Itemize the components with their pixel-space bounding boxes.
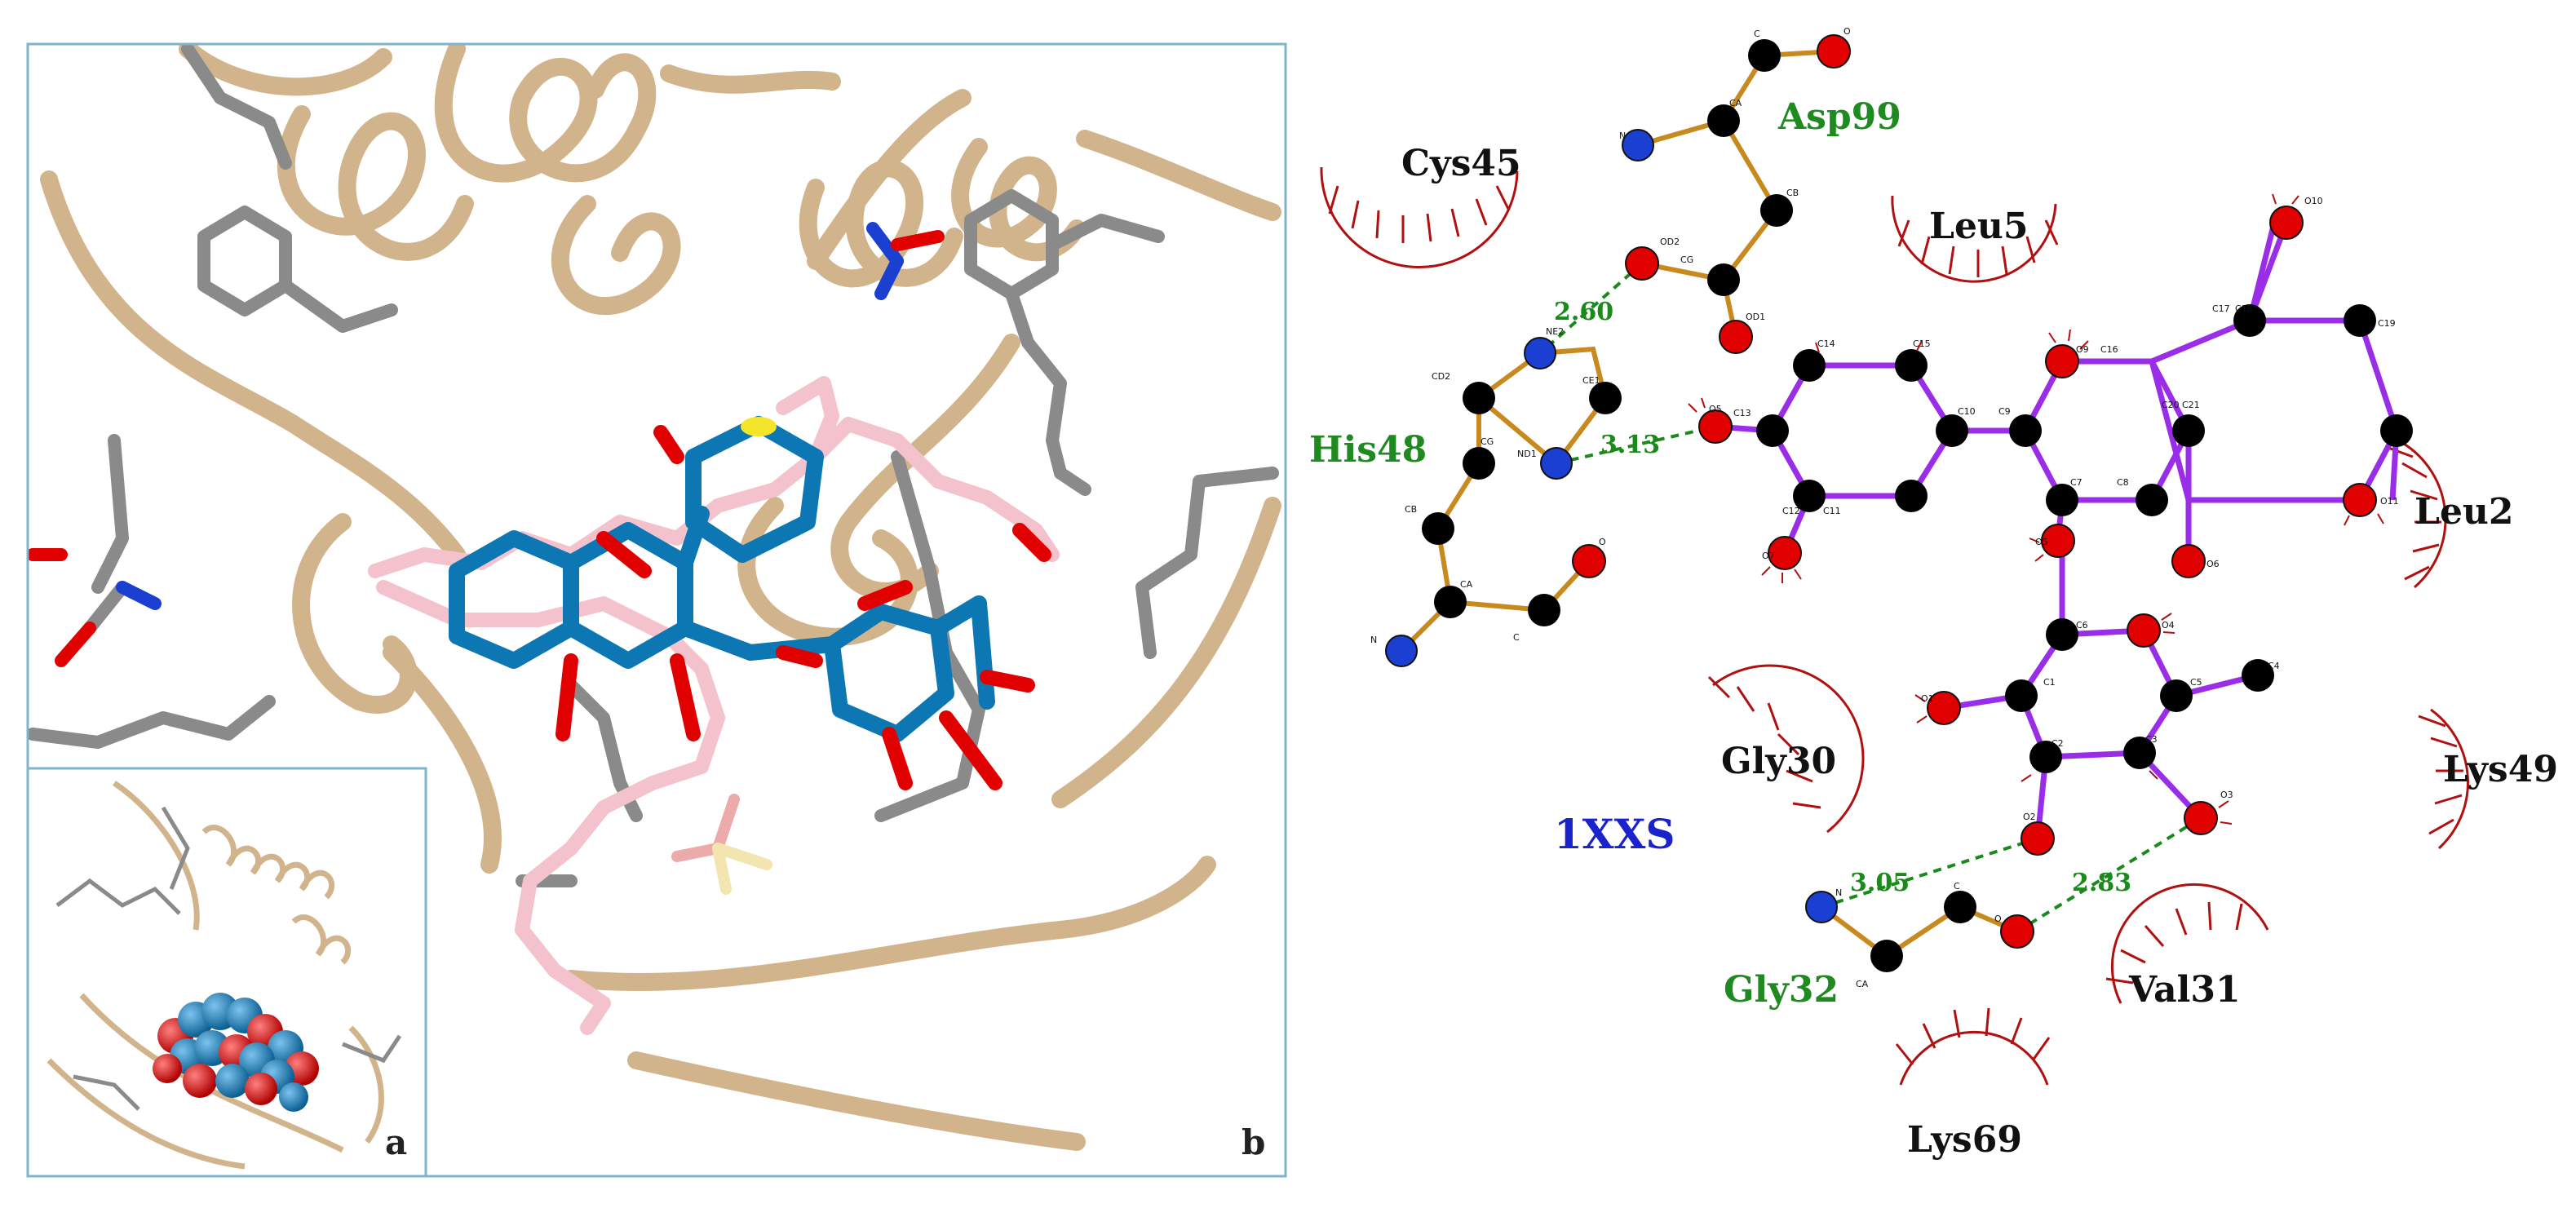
protein-atom-labels: N CA C O CB CG OD1 OD2 NE2 CE1 CD2 CG ND… — [1370, 26, 2002, 989]
hbond-distance: 3.05 — [1850, 869, 1910, 897]
ligand-spacefill — [153, 993, 319, 1112]
atom-label: C11 — [1823, 506, 1841, 516]
atom-label: O10 — [2304, 196, 2323, 206]
atom-label: CA — [1460, 579, 1473, 590]
atom-label: C — [1754, 29, 1760, 39]
residue-label-leu5: Leu5 — [1929, 206, 2029, 247]
atom-label: ND1 — [1517, 449, 1537, 459]
atom-label: O — [1599, 537, 1606, 547]
arc-lys69 — [1899, 1030, 2049, 1086]
residue-label-lys49: Lys49 — [2443, 749, 2558, 790]
residue-label-gly32: Gly32 — [1724, 969, 1839, 1011]
nitrogen-atoms — [1385, 129, 1838, 923]
atom-label: C16 — [2100, 344, 2118, 355]
atom-label: CB — [1786, 188, 1799, 198]
atom-label: C14 — [1817, 339, 1835, 349]
residue-label-cys45: Cys45 — [1401, 143, 1521, 184]
atom-label: C2 — [2052, 738, 2064, 749]
atom-label: N — [1370, 635, 1377, 645]
heteroatom-tips — [28, 222, 945, 667]
blue-ligand — [449, 416, 995, 742]
atom-label: O11 — [2380, 496, 2399, 507]
residue-label-val31: Val31 — [2128, 969, 2241, 1011]
panel-a-border — [26, 767, 427, 1178]
atom-label: C21 — [2182, 400, 2200, 410]
interaction-diagram: C14 C15 C13 O5 C10 C9 O9 C16 C17 C18 O10… — [1309, 26, 2558, 1161]
atom-label: CG — [1481, 436, 1494, 447]
arc-val31 — [2110, 883, 2269, 1004]
pdb-id-label: 1XXS — [1554, 810, 1675, 858]
atom-label: O5 — [2035, 537, 2048, 547]
hbond-distance: 2.60 — [1554, 298, 1613, 326]
residue-label-lys69: Lys69 — [1907, 1119, 2022, 1161]
hbond-distance: 2.83 — [2072, 869, 2131, 897]
residue-label-asp99: Asp99 — [1777, 96, 1901, 138]
atom-label: O3 — [2220, 790, 2233, 800]
atom-label: C20 — [2162, 400, 2180, 410]
ligand-contact-ticks — [1688, 193, 2384, 825]
atom-label: O — [1994, 914, 2002, 924]
atom-label: C12 — [1782, 506, 1800, 516]
atom-label: O9 — [2076, 344, 2089, 355]
sulfate-group — [671, 794, 772, 895]
side-chains — [28, 44, 1279, 887]
atom-label: C3 — [2145, 734, 2158, 745]
atom-label: C19 — [2378, 318, 2396, 329]
arc-leu2 — [2397, 439, 2447, 589]
panel-a-overview — [28, 768, 426, 1176]
atom-label: CA — [1856, 979, 1869, 989]
hydrophobic-ticks — [1328, 185, 2463, 1065]
atom-label: C8 — [2117, 477, 2129, 488]
atom-label: O1 — [1921, 693, 1934, 704]
atom-label: C15 — [1913, 339, 1931, 349]
atom-label: O2 — [2023, 812, 2036, 822]
atom-label: C18 — [2235, 303, 2253, 314]
panel-b-label: b — [1242, 1122, 1265, 1162]
atom-label: C6 — [2076, 620, 2088, 631]
hbond-distance: 3.13 — [1600, 431, 1660, 459]
ligand-atom-labels: C14 C15 C13 O5 C10 C9 O9 C16 C17 C18 O10… — [1709, 196, 2399, 822]
atom-label: OD1 — [1746, 312, 1765, 322]
atom-label: CG — [1680, 254, 1693, 265]
atom-label: CB — [1405, 504, 1417, 515]
atom-label: C13 — [1733, 408, 1751, 418]
atom-label: O5 — [1709, 404, 1722, 414]
atom-label: O4 — [2162, 620, 2175, 631]
atom-label: C5 — [2190, 677, 2202, 688]
hydrogen-bonds — [1538, 262, 2202, 933]
atom-label: C — [1954, 881, 1960, 892]
carbon-atoms — [1422, 39, 2413, 972]
panel-b-border — [26, 42, 1287, 1178]
arc-gly30 — [1712, 664, 1865, 834]
residue-label-leu2: Leu2 — [2414, 491, 2514, 533]
atom-label: C1 — [2043, 677, 2056, 688]
atom-label: CD2 — [1432, 371, 1450, 382]
atom-label: C4 — [2268, 661, 2280, 671]
residue-label-his48: His48 — [1309, 429, 1427, 471]
atom-label: CA — [1729, 98, 1742, 108]
panel-a-label: a — [385, 1122, 407, 1162]
sulfur-highlight — [741, 417, 777, 436]
atom-label: C7 — [2070, 477, 2082, 488]
atom-label: N — [1619, 131, 1626, 141]
atom-label: CE1 — [1582, 375, 1600, 386]
arc-lys49 — [2430, 708, 2469, 850]
atom-label: C17 — [2212, 303, 2230, 314]
atom-label: C — [1513, 632, 1520, 643]
atom-label: O7 — [1762, 551, 1775, 561]
atom-label: N — [1835, 887, 1842, 898]
atom-label: OD2 — [1660, 237, 1680, 247]
atom-label: O — [1843, 26, 1851, 37]
atom-label: NE2 — [1546, 326, 1564, 337]
atom-label: C9 — [1998, 406, 2011, 417]
atom-label: O6 — [2206, 559, 2220, 569]
residue-label-gly30: Gly30 — [1721, 741, 1836, 782]
oxygen-atoms — [1572, 34, 2377, 949]
ligand-oxygens — [555, 425, 1051, 790]
atom-label: C10 — [1958, 406, 1976, 417]
arc-leu5 — [1891, 195, 2057, 283]
